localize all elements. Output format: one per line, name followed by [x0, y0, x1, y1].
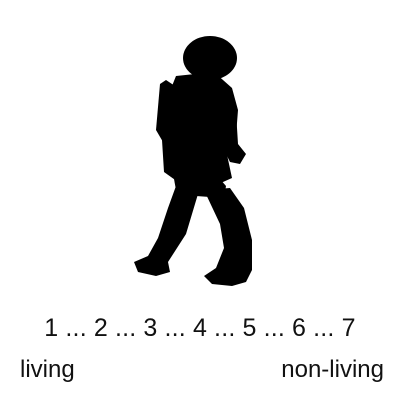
scale-separator: ...: [263, 314, 286, 342]
scale-anchor-living: living: [20, 356, 75, 383]
scale-separator: ...: [114, 314, 137, 342]
silhouette-figure-icon: [134, 36, 252, 286]
scale-point-1[interactable]: 1: [44, 314, 59, 342]
scale-separator: ...: [313, 314, 335, 342]
scale-point-2[interactable]: 2: [93, 314, 108, 342]
scale-point-6[interactable]: 6: [292, 314, 307, 342]
scale-point-7[interactable]: 7: [341, 314, 356, 342]
scale-separator: ...: [65, 314, 87, 342]
scale-point-3[interactable]: 3: [143, 314, 158, 342]
rating-scale: 1... 2... 3... 4... 5... 6... 7: [0, 314, 400, 343]
scale-separator: ...: [164, 314, 186, 342]
scale-anchor-non-living: non-living: [281, 356, 384, 383]
scale-separator: ...: [214, 314, 236, 342]
scale-point-4[interactable]: 4: [192, 314, 208, 342]
scale-point-5[interactable]: 5: [242, 314, 257, 342]
